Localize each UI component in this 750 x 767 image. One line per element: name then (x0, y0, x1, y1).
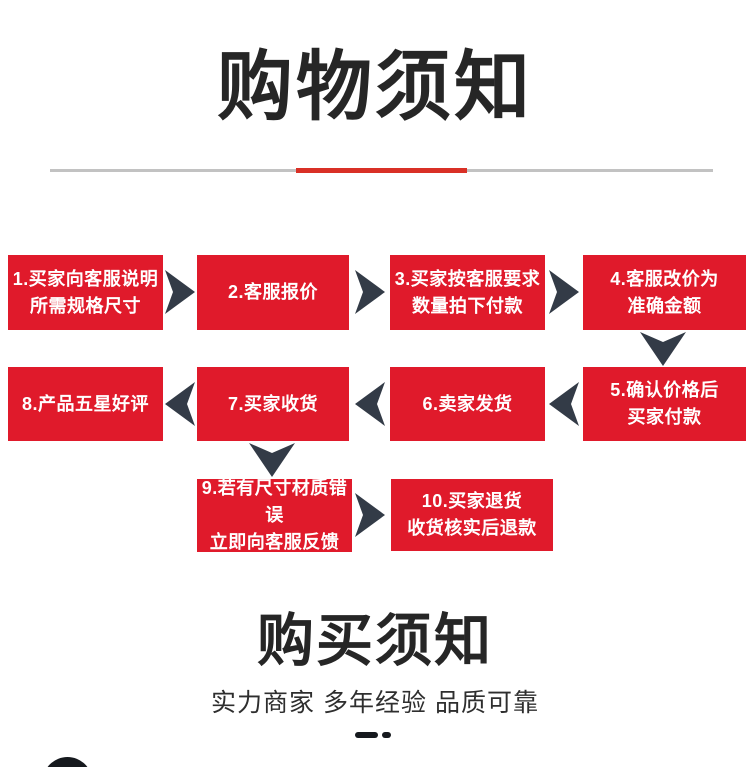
flow-step-1: 1.买家向客服说明 所需规格尺寸 (8, 255, 163, 330)
arrow-right-icon (165, 270, 195, 314)
arrow-left-icon (165, 382, 195, 426)
dash-icon (355, 732, 378, 738)
flow-step-9: 9.若有尺寸材质错误 立即向客服反馈 (197, 478, 352, 552)
arrow-left-icon (549, 382, 579, 426)
partial-circle-decoration (43, 757, 92, 767)
flow-step-8: 8.产品五星好评 (8, 367, 163, 441)
arrow-down-icon (249, 443, 295, 477)
footer-subtitle: 实力商家 多年经验 品质可靠 (211, 689, 539, 717)
flow-step-2: 2.客服报价 (197, 255, 349, 330)
flow-step-10: 10.买家退货 收货核实后退款 (391, 479, 553, 551)
arrow-right-icon (355, 270, 385, 314)
arrow-right-icon (549, 270, 579, 314)
footer-title: 购买须知 (257, 609, 493, 673)
flow-step-7: 7.买家收货 (197, 367, 349, 441)
flow-step-3: 3.买家按客服要求 数量拍下付款 (390, 255, 545, 330)
flow-step-5: 5.确认价格后 买家付款 (583, 367, 746, 441)
page-title: 购物须知 (217, 45, 533, 130)
flow-step-4: 4.客服改价为 准确金额 (583, 255, 746, 330)
arrow-left-icon (355, 382, 385, 426)
dot-icon (382, 732, 391, 738)
arrow-down-icon (640, 332, 686, 366)
arrow-right-icon (355, 493, 385, 537)
flow-step-6: 6.卖家发货 (390, 367, 545, 441)
title-divider-accent (296, 168, 467, 173)
